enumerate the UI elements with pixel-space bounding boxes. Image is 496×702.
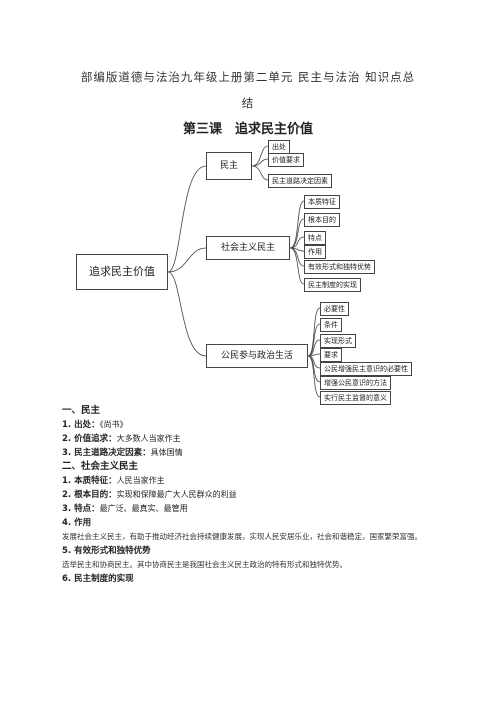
document-title-line2: 结 bbox=[241, 96, 255, 110]
note-item: 1. 出处：《尚书》 bbox=[62, 418, 452, 432]
note-paragraph: 发展社会主义民主，有助于推动经济社会持续健康发展，实现人民安居乐业，社会和谐稳定… bbox=[62, 532, 422, 541]
connector-b1-l3 bbox=[251, 165, 269, 181]
connector-b3-l2 bbox=[307, 323, 321, 357]
mindmap-leaf: 实行民主监督的意义 bbox=[320, 391, 391, 405]
connector-b3-l7 bbox=[307, 355, 321, 398]
mindmap-leaf: 增强公民意识的方法 bbox=[320, 376, 391, 390]
mindmap-leaf: 民主道路决定因素 bbox=[268, 174, 332, 188]
mindmap-leaf: 有效形式和独特优势 bbox=[304, 260, 375, 274]
connector-root-branch3 bbox=[167, 271, 207, 357]
mindmap-leaf: 本质特征 bbox=[304, 195, 340, 209]
note-item: 5. 有效形式和独特优势 bbox=[62, 544, 452, 558]
note-label: 2. 价值追求： bbox=[62, 434, 117, 444]
note-item: 2. 价值追求：大多数人当家作主 bbox=[62, 432, 452, 446]
lesson-title: 第三课 追求民主价值 bbox=[182, 122, 313, 137]
note-label: 1. 本质特征： bbox=[62, 476, 117, 486]
connector-b3-l5 bbox=[307, 355, 321, 369]
note-value: 人民当家作主 bbox=[116, 476, 165, 485]
connector-b2-l6 bbox=[289, 247, 305, 285]
note-value: 《尚书》 bbox=[99, 420, 128, 429]
note-value: 具体国情 bbox=[150, 448, 183, 457]
mindmap-branch-civic-participation: 公民参与政治生活 bbox=[206, 344, 308, 368]
mindmap-leaf: 民主制度的实现 bbox=[304, 278, 361, 292]
note-label: 1. 出处： bbox=[62, 420, 100, 430]
connector-root-branch2 bbox=[167, 247, 207, 273]
mindmap-leaf: 公民增强民主意识的必要性 bbox=[320, 362, 412, 376]
document-title: 部编版道德与法治九年级上册第二单元 民主与法治 知识点总 结 bbox=[60, 64, 436, 116]
note-item: 4. 作用 bbox=[62, 516, 452, 530]
connector-b3-l3 bbox=[307, 339, 321, 357]
mindmap-leaf: 条件 bbox=[320, 318, 342, 332]
mindmap-leaf: 价值要求 bbox=[268, 153, 304, 167]
mindmap-root: 追求民主价值 bbox=[76, 254, 168, 290]
mindmap-connectors bbox=[167, 145, 321, 398]
connector-b3-l1 bbox=[307, 307, 321, 357]
mindmap-leaf: 出处 bbox=[268, 140, 290, 154]
note-label: 4. 作用 bbox=[62, 518, 92, 528]
connector-b1-l2 bbox=[251, 158, 269, 167]
note-paragraph: 选举民主和协商民主。其中协商民主是我国社会主义民主政治的特有形式和独特优势。 bbox=[62, 560, 347, 569]
mindmap-leaf: 根本目的 bbox=[304, 213, 340, 227]
document-title-line1: 部编版道德与法治九年级上册第二单元 民主与法治 知识点总 bbox=[80, 70, 416, 84]
connector-b2-l2 bbox=[289, 218, 305, 249]
note-value: 大多数人当家作主 bbox=[116, 434, 181, 443]
mindmap-branch-democracy: 民主 bbox=[206, 152, 252, 180]
mindmap-leaf: 特点 bbox=[304, 231, 326, 245]
section-heading: 一、民主 bbox=[62, 405, 101, 416]
note-value: 最广泛、最真实、最管用 bbox=[99, 504, 188, 513]
connector-b2-l1 bbox=[289, 200, 305, 249]
mindmap-branch-socialist-democracy: 社会主义民主 bbox=[206, 236, 290, 260]
note-label: 6. 民主制度的实现 bbox=[62, 574, 134, 584]
notes-section: 一、民主 1. 出处：《尚书》 2. 价值追求：大多数人当家作主 3. 民主道路… bbox=[62, 404, 452, 586]
connector-root-branch1 bbox=[167, 165, 207, 273]
note-label: 3. 民主道路决定因素： bbox=[62, 448, 151, 458]
section-heading: 二、社会主义民主 bbox=[62, 461, 139, 472]
mindmap-leaf: 作用 bbox=[304, 245, 326, 259]
note-label: 3. 特点： bbox=[62, 504, 100, 514]
note-item: 6. 民主制度的实现 bbox=[62, 572, 452, 586]
note-value: 实现和保障最广大人民群众的利益 bbox=[116, 490, 237, 499]
note-item: 1. 本质特征：人民当家作主 bbox=[62, 474, 452, 488]
note-label: 2. 根本目的： bbox=[62, 490, 117, 500]
mindmap-leaf: 要求 bbox=[320, 348, 342, 362]
note-item: 3. 民主道路决定因素：具体国情 bbox=[62, 446, 452, 460]
note-item: 2. 根本目的：实现和保障最广大人民群众的利益 bbox=[62, 488, 452, 502]
note-item: 3. 特点：最广泛、最真实、最管用 bbox=[62, 502, 452, 516]
note-label: 5. 有效形式和独特优势 bbox=[62, 546, 151, 556]
mindmap-leaf: 实现形式 bbox=[320, 334, 356, 348]
mindmap-leaf: 必要性 bbox=[320, 302, 349, 316]
